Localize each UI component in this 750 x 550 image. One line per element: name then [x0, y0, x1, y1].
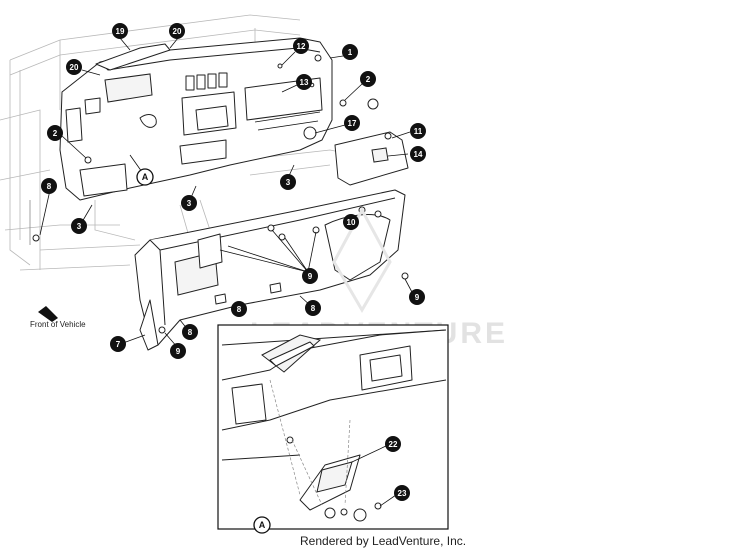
- front-of-vehicle-indicator: Front of Vehicle: [30, 306, 86, 329]
- svg-text:9: 9: [415, 293, 420, 302]
- svg-text:8: 8: [188, 328, 193, 337]
- dashboard-upper-panel: [59, 37, 333, 201]
- svg-text:A: A: [142, 172, 149, 182]
- callout-12: 12: [293, 38, 309, 54]
- svg-text:A: A: [259, 520, 266, 530]
- svg-text:9: 9: [308, 272, 313, 281]
- callout-8: 8: [41, 178, 57, 194]
- svg-text:8: 8: [237, 305, 242, 314]
- svg-text:2: 2: [53, 129, 58, 138]
- detail-inset: [217, 324, 449, 530]
- callout-3: 3: [71, 218, 87, 234]
- svg-text:19: 19: [116, 27, 125, 36]
- glove-box-door: [334, 131, 409, 186]
- callout-2: 2: [47, 125, 63, 141]
- callout-19: 19: [112, 23, 128, 39]
- fasteners: [32, 63, 409, 334]
- callout-3: 3: [280, 174, 296, 190]
- callout-23: 23: [394, 485, 410, 501]
- svg-text:8: 8: [311, 304, 316, 313]
- svg-text:3: 3: [286, 178, 291, 187]
- svg-text:1: 1: [348, 48, 353, 57]
- callout-17: 17: [344, 115, 360, 131]
- callout-7: 7: [110, 336, 126, 352]
- svg-text:7: 7: [116, 340, 121, 349]
- svg-text:13: 13: [300, 78, 309, 87]
- callout-3: 3: [181, 195, 197, 211]
- svg-text:14: 14: [414, 150, 423, 159]
- callout-8: 8: [305, 300, 321, 316]
- callout-8: 8: [231, 301, 247, 317]
- svg-text:3: 3: [77, 222, 82, 231]
- callout-20: 20: [169, 23, 185, 39]
- svg-text:20: 20: [173, 27, 182, 36]
- callout-10: 10: [343, 214, 359, 230]
- callout-2: 2: [360, 71, 376, 87]
- callout-8: 8: [182, 324, 198, 340]
- svg-text:2: 2: [366, 75, 371, 84]
- footer-credit: Rendered by LeadVenture, Inc.: [300, 534, 466, 548]
- svg-text:23: 23: [398, 489, 407, 498]
- callout-9: 9: [170, 343, 186, 359]
- leader-lines: [39, 37, 414, 349]
- svg-text:20: 20: [70, 63, 79, 72]
- callout-9: 9: [409, 289, 425, 305]
- svg-text:11: 11: [414, 127, 423, 136]
- dash-top-trim: [95, 43, 171, 71]
- callout-1: 1: [342, 44, 358, 60]
- callout-22: 22: [385, 436, 401, 452]
- svg-text:22: 22: [389, 440, 398, 449]
- svg-text:8: 8: [47, 182, 52, 191]
- svg-text:3: 3: [187, 199, 192, 208]
- callout-13: 13: [296, 74, 312, 90]
- svg-text:10: 10: [347, 218, 356, 227]
- svg-text:17: 17: [348, 119, 357, 128]
- svg-text:12: 12: [297, 42, 306, 51]
- callout-20: 20: [66, 59, 82, 75]
- reference-a-marker: A: [136, 168, 154, 186]
- front-of-vehicle-label: Front of Vehicle: [30, 320, 86, 329]
- callout-14: 14: [410, 146, 426, 162]
- callout-11: 11: [410, 123, 426, 139]
- svg-text:9: 9: [176, 347, 181, 356]
- callout-9: 9: [302, 268, 318, 284]
- inset-reference-a-marker: A: [253, 516, 271, 534]
